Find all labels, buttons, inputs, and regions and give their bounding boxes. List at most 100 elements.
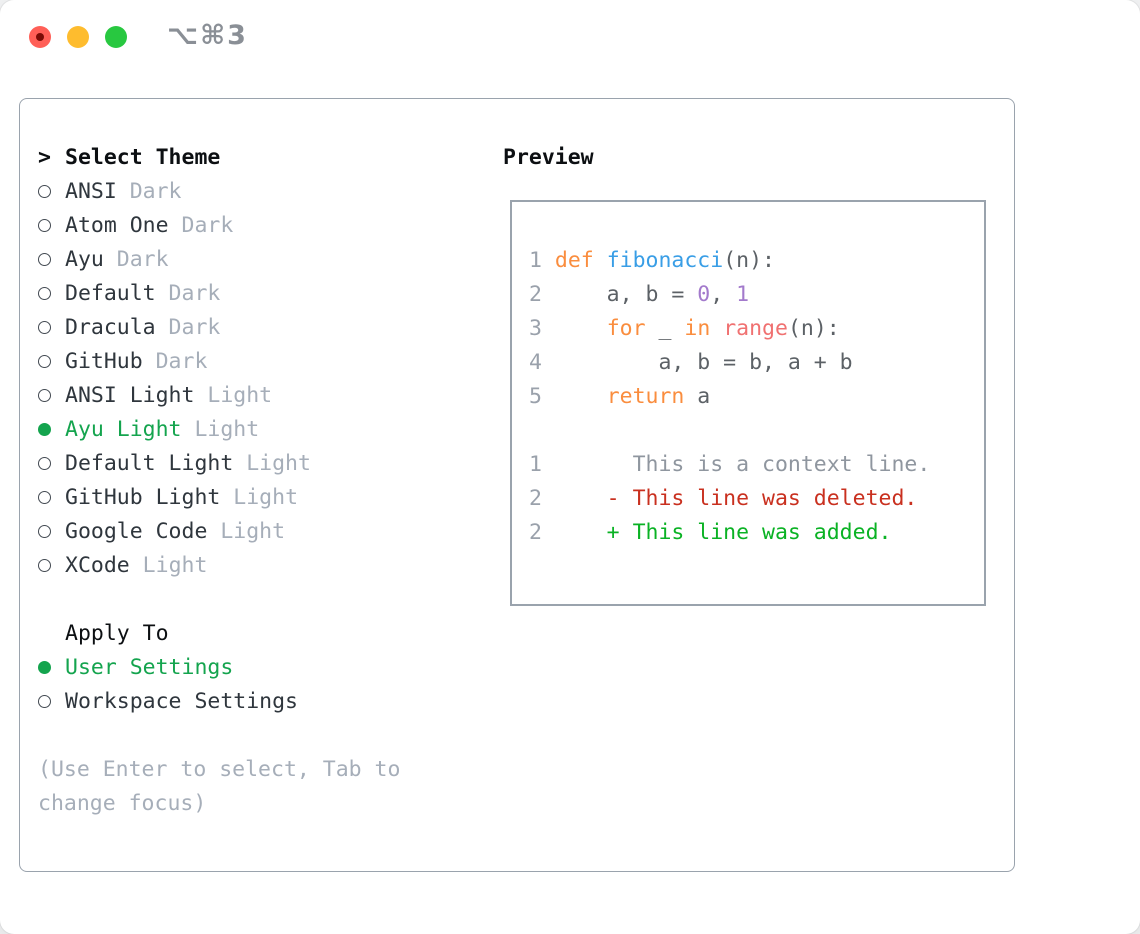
preview-line: 2 + This line was added.	[529, 516, 984, 550]
code-segment: range	[723, 316, 788, 341]
theme-variant-label: Light	[233, 451, 311, 476]
theme-option-ansi-light[interactable]: ANSI Light Light	[38, 379, 458, 413]
option-label: Google Code	[65, 519, 208, 544]
option-label: User Settings	[65, 655, 234, 680]
theme-option-ayu-light[interactable]: Ayu Light Light	[38, 413, 458, 447]
code-segment: _	[645, 316, 685, 341]
code-segment: in	[684, 316, 711, 341]
line-number: 2	[529, 282, 542, 307]
theme-variant-label: Dark	[116, 179, 182, 204]
radio-icon	[38, 209, 65, 243]
close-button[interactable]	[29, 26, 51, 48]
select-theme-heading-label: Select Theme	[65, 145, 221, 170]
help-text: (Use Enter to select, Tab to change focu…	[38, 757, 401, 816]
theme-option-ayu[interactable]: Ayu Dark	[38, 243, 458, 277]
theme-option-github[interactable]: GitHub Dark	[38, 345, 458, 379]
code-segment: - This line was deleted.	[554, 486, 918, 511]
radio-icon	[38, 243, 65, 277]
option-label: Ayu Light	[65, 417, 182, 442]
theme-variant-label: Dark	[155, 281, 221, 306]
theme-variant-label: Light	[129, 553, 208, 578]
option-label: Atom One	[65, 213, 169, 238]
radio-icon	[38, 277, 65, 311]
code-segment	[555, 316, 607, 341]
theme-variant-label: Light	[220, 485, 299, 510]
option-label: GitHub	[65, 349, 143, 374]
option-label: Dracula	[65, 315, 156, 340]
preview-line	[529, 414, 984, 448]
apply-option-workspace-settings[interactable]: Workspace Settings	[38, 685, 458, 719]
preview-line: 4 a, b = b, a + b	[529, 346, 984, 380]
code-segment: 1	[736, 282, 750, 307]
theme-option-default-light[interactable]: Default Light Light	[38, 447, 458, 481]
radio-icon	[38, 549, 65, 583]
code-segment: def	[554, 248, 607, 273]
preview-line: 2 - This line was deleted.	[529, 482, 984, 516]
code-segment: 0	[697, 282, 711, 307]
preview-heading: Preview	[503, 145, 594, 170]
line-number: 1	[529, 452, 542, 477]
option-label: ANSI Light	[65, 383, 195, 408]
radio-icon	[38, 685, 65, 719]
theme-variant-label: Dark	[168, 213, 234, 238]
preview-line: 1 def fibonacci(n):	[529, 244, 984, 278]
code-segment: ,	[710, 282, 737, 307]
apply-to-heading-label: Apply To	[65, 621, 169, 646]
theme-variant-label: Light	[194, 383, 273, 408]
apply-option-user-settings[interactable]: User Settings	[38, 651, 458, 685]
code-segment: return	[606, 384, 685, 409]
minimize-button[interactable]	[67, 26, 89, 48]
theme-option-xcode[interactable]: XCode Light	[38, 549, 458, 583]
spacer	[38, 583, 458, 617]
theme-variant-label: Dark	[142, 349, 208, 374]
theme-variant-label: Light	[207, 519, 286, 544]
code-segment: (n):	[787, 316, 840, 341]
option-label: GitHub Light	[65, 485, 221, 510]
line-number: 3	[529, 316, 542, 341]
line-number: 1	[529, 248, 542, 273]
code-segment: This is a context line.	[554, 452, 931, 477]
option-label: ANSI	[65, 179, 117, 204]
theme-option-github-light[interactable]: GitHub Light Light	[38, 481, 458, 515]
radio-icon	[38, 447, 65, 481]
code-segment: a	[684, 384, 711, 409]
theme-option-dracula[interactable]: Dracula Dark	[38, 311, 458, 345]
code-segment	[710, 316, 723, 341]
code-segment: a, b = b, a + b	[554, 350, 853, 375]
radio-icon	[38, 481, 65, 515]
select-theme-heading: >Select Theme	[38, 141, 458, 175]
code-segment: for	[606, 316, 646, 341]
radio-selected-icon	[38, 413, 65, 447]
theme-option-atom-one[interactable]: Atom One Dark	[38, 209, 458, 243]
preview-line: 2 a, b = 0, 1	[529, 278, 984, 312]
theme-option-google-code[interactable]: Google Code Light	[38, 515, 458, 549]
option-label: Ayu	[65, 247, 104, 272]
preview-line: 1 This is a context line.	[529, 448, 984, 482]
line-number: 5	[529, 384, 542, 409]
code-segment	[555, 384, 607, 409]
code-segment: (n):	[723, 248, 775, 273]
code-segment: a, b =	[554, 282, 698, 307]
option-label: Workspace Settings	[65, 689, 298, 714]
theme-option-default[interactable]: Default Dark	[38, 277, 458, 311]
radio-icon	[38, 515, 65, 549]
line-number: 2	[529, 520, 542, 545]
window-title-shortcut: ⌥⌘3	[167, 20, 248, 51]
preview-line: 5 return a	[529, 380, 984, 414]
option-label: XCode	[65, 553, 130, 578]
radio-icon	[38, 311, 65, 345]
code-segment: + This line was added.	[554, 520, 892, 545]
preview-line: 3 for _ in range(n):	[529, 312, 984, 346]
radio-selected-icon	[38, 651, 65, 685]
option-label: Default Light	[65, 451, 234, 476]
spacer	[38, 719, 458, 753]
zoom-button[interactable]	[105, 26, 127, 48]
theme-option-ansi[interactable]: ANSI Dark	[38, 175, 458, 209]
theme-variant-label: Dark	[103, 247, 169, 272]
